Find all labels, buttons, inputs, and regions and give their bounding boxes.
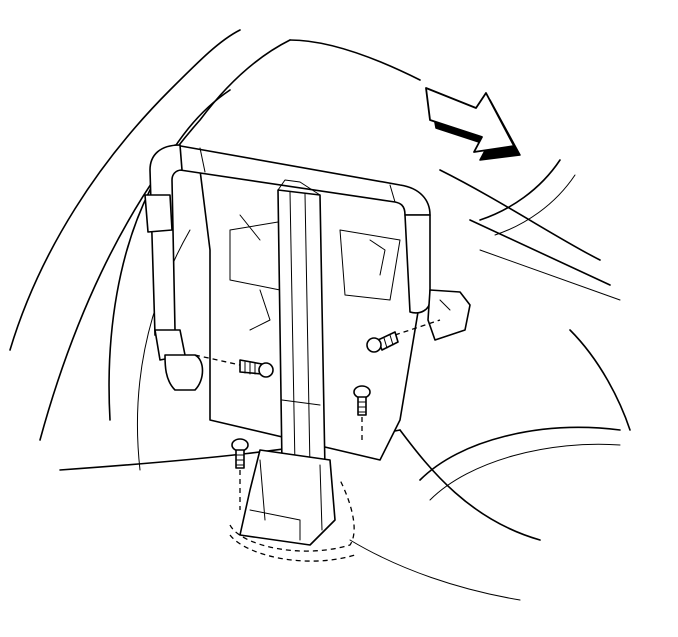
left-vertical-pipe [144, 144, 204, 391]
body-panel-outline [9, 29, 631, 601]
center-support-post [277, 179, 326, 471]
lower-left-bolt [231, 438, 249, 510]
lower-center-bolt [353, 385, 371, 440]
floor-mount-bracket [229, 449, 356, 562]
direction-arrow-icon [425, 87, 521, 161]
left-mounting-bolt [194, 354, 274, 378]
right-mounting-bolt [366, 319, 441, 353]
right-vertical-pipe [404, 214, 471, 341]
